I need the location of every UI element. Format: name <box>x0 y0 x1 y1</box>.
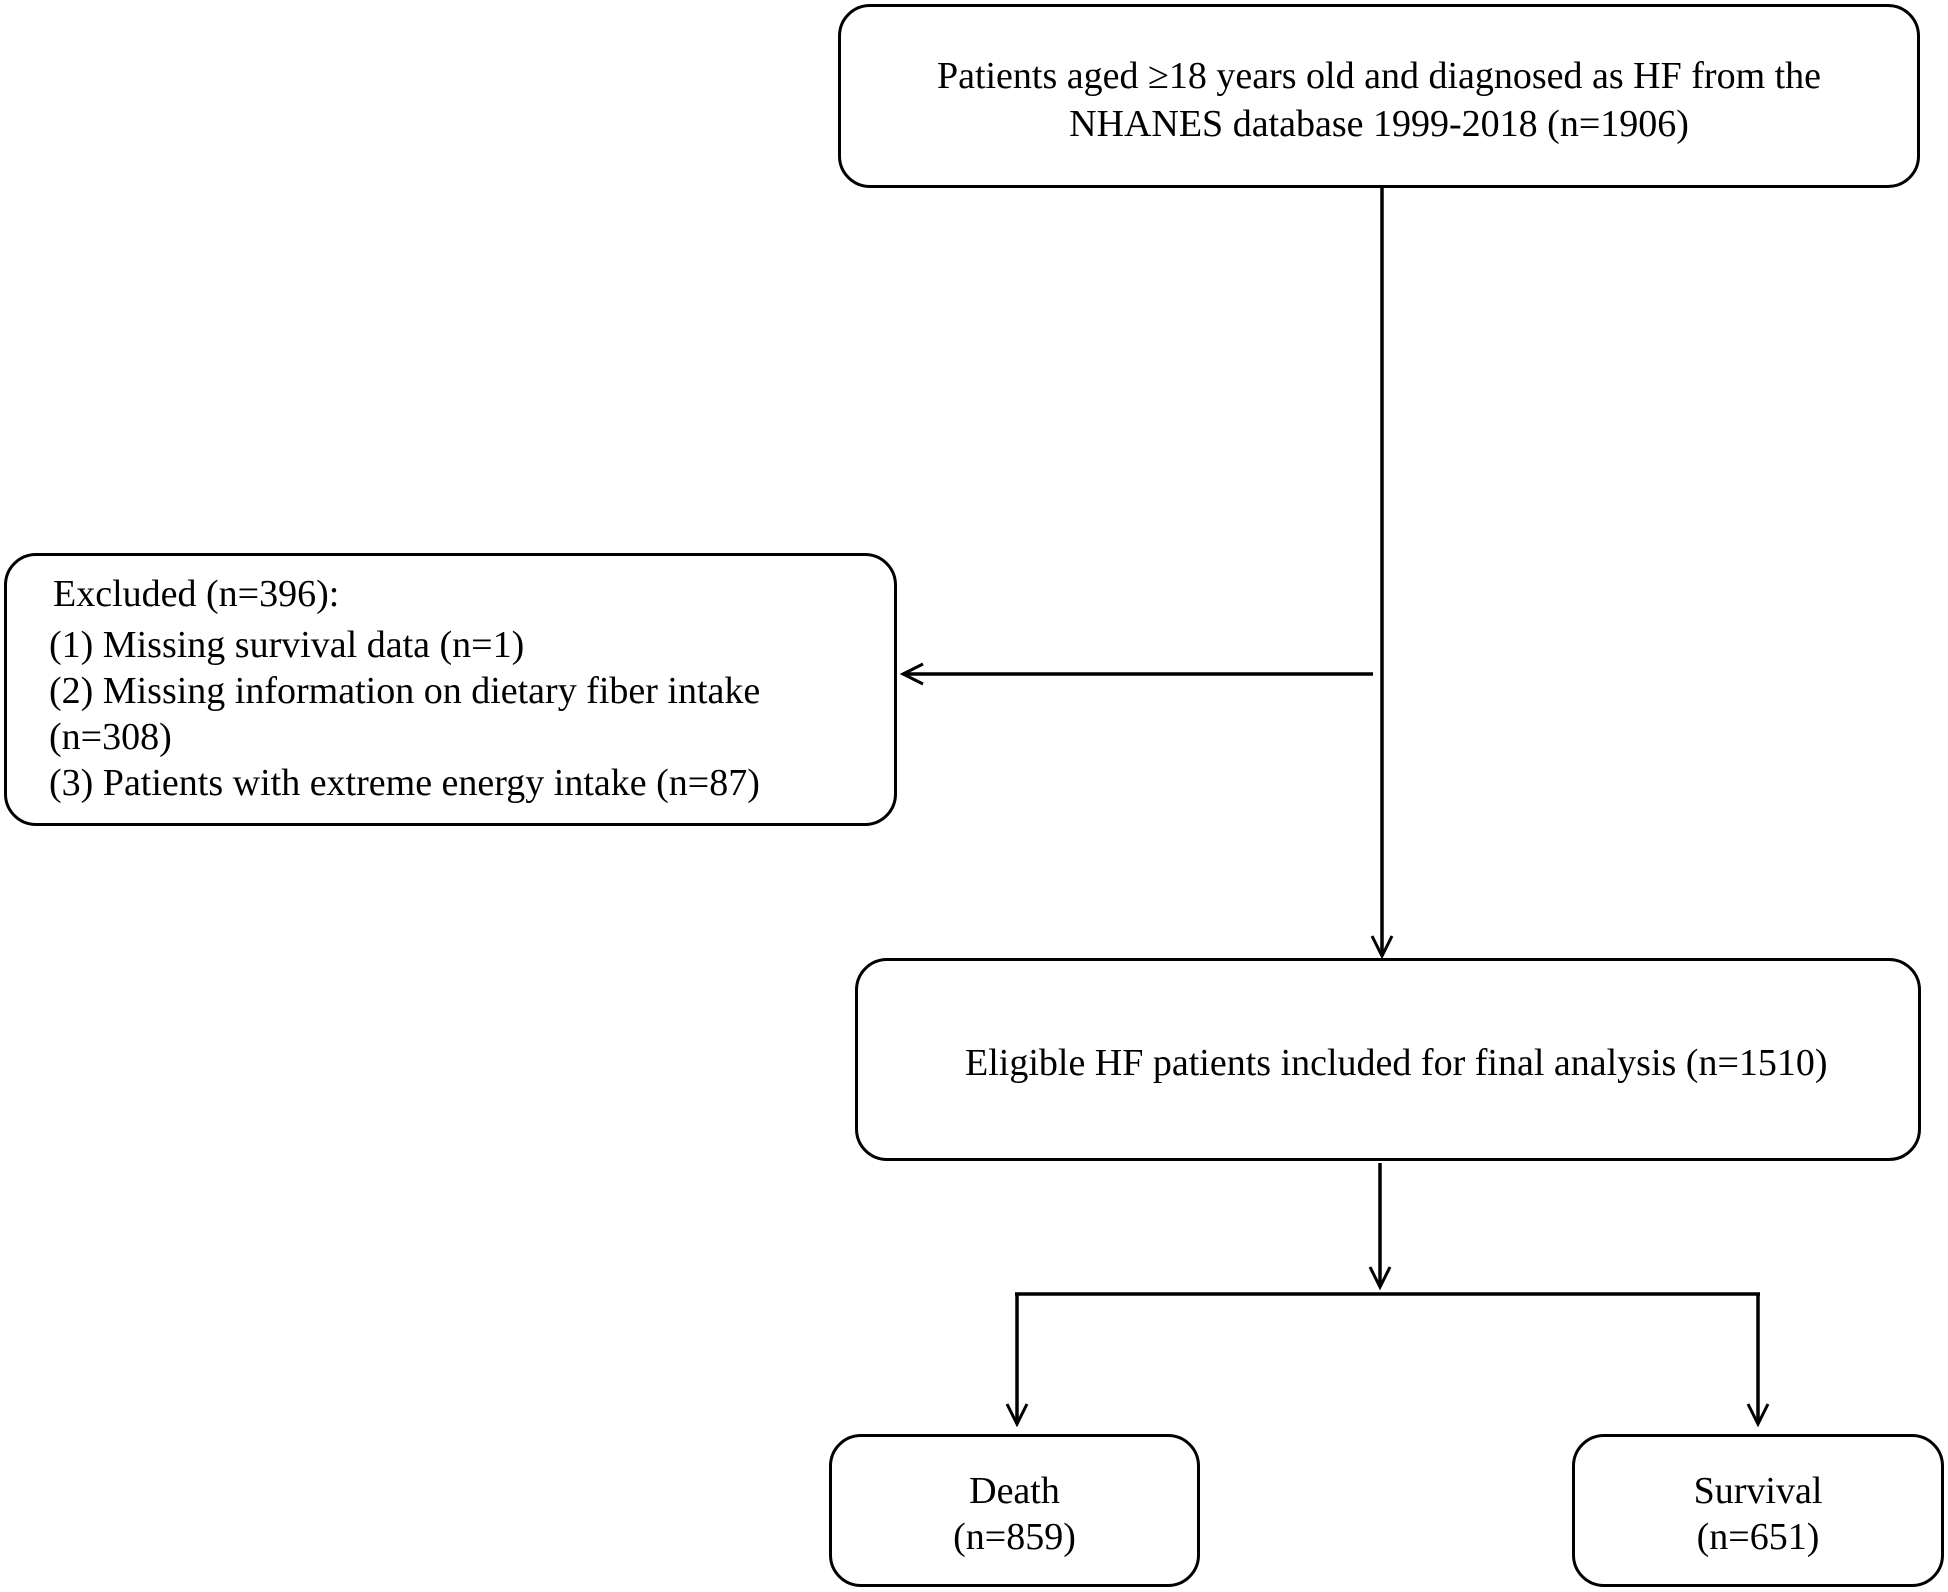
death-label: Death <box>969 1470 1060 1512</box>
excluded-item-2-continued: (n=308) <box>49 716 172 758</box>
excluded-box: Excluded (n=396): (1) Missing survival d… <box>4 553 897 826</box>
source-line-1: Patients aged ≥18 years old and diagnose… <box>936 55 1822 97</box>
excluded-item-1: (1) Missing survival data (n=1) <box>49 624 525 666</box>
excluded-title: Excluded (n=396): <box>53 573 340 615</box>
survival-count: (n=651) <box>1696 1516 1820 1558</box>
death-count: (n=859) <box>953 1516 1076 1558</box>
survival-box: Survival (n=651) <box>1572 1434 1944 1587</box>
excluded-item-3: (3) Patients with extreme energy intake … <box>49 762 760 804</box>
source-population-box: Patients aged ≥18 years old and diagnose… <box>838 4 1920 188</box>
death-box: Death (n=859) <box>829 1434 1200 1587</box>
source-line-2: NHANES database 1999-2018 (n=1906) <box>1069 103 1689 145</box>
eligible-box: Eligible HF patients included for final … <box>855 958 1921 1161</box>
excluded-item-2: (2) Missing information on dietary fiber… <box>49 670 761 712</box>
survival-label: Survival <box>1693 1470 1823 1512</box>
eligible-text: Eligible HF patients included for final … <box>965 1042 1828 1084</box>
